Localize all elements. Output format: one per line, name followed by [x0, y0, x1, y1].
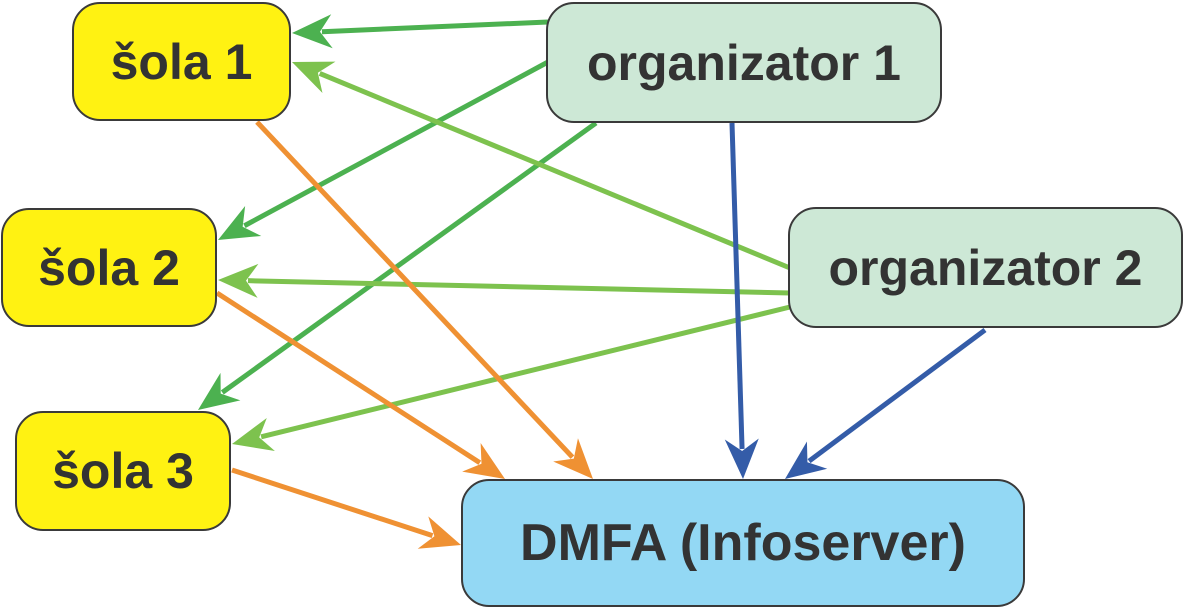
arrowhead-icon: [292, 61, 336, 93]
arrowhead-icon: [198, 372, 241, 410]
node-label: organizator 2: [828, 239, 1143, 296]
node-label: šola 1: [110, 33, 253, 90]
arrowhead-icon: [218, 206, 262, 240]
edge-organizer_1-to-school_3: [220, 120, 598, 395]
edge-school_1-to-server: [255, 120, 575, 459]
edge-organizer_1-to-school_1: [321, 19, 549, 35]
edge-organizer_2-to-server: [807, 327, 987, 464]
node-school-1: šola 1: [72, 2, 291, 121]
arrowhead-icon: [785, 441, 828, 479]
arrowhead-icon: [553, 438, 593, 479]
node-server: DMFA (Infoserver): [461, 479, 1025, 607]
arrowhead-icon: [724, 438, 759, 479]
node-school-2: šola 2: [1, 208, 217, 327]
edge-organizer_1-to-school_2: [243, 59, 550, 228]
arrowhead-icon: [417, 516, 461, 549]
arrowhead-icon: [292, 14, 333, 49]
arrowhead-icon: [218, 263, 259, 298]
arrowhead-icon: [232, 417, 275, 451]
node-label: šola 3: [52, 443, 194, 499]
edge-school_2-to-server: [215, 290, 482, 465]
node-organizer-1: organizator 1: [546, 2, 942, 123]
node-organizer-2: organizator 2: [788, 207, 1183, 328]
node-label: DMFA (Infoserver): [520, 514, 966, 572]
edge-organizer_2-to-school_1: [318, 71, 791, 271]
edge-organizer_1-to-server: [729, 122, 745, 450]
node-school-3: šola 3: [15, 411, 231, 531]
node-label: organizator 1: [587, 34, 901, 91]
node-label: šola 2: [38, 239, 180, 296]
edge-school_3-to-server: [231, 467, 434, 539]
arrowhead-icon: [462, 443, 505, 479]
edge-organizer_2-to-school_2: [247, 278, 791, 296]
edge-organizer_2-to-school_3: [260, 304, 791, 440]
